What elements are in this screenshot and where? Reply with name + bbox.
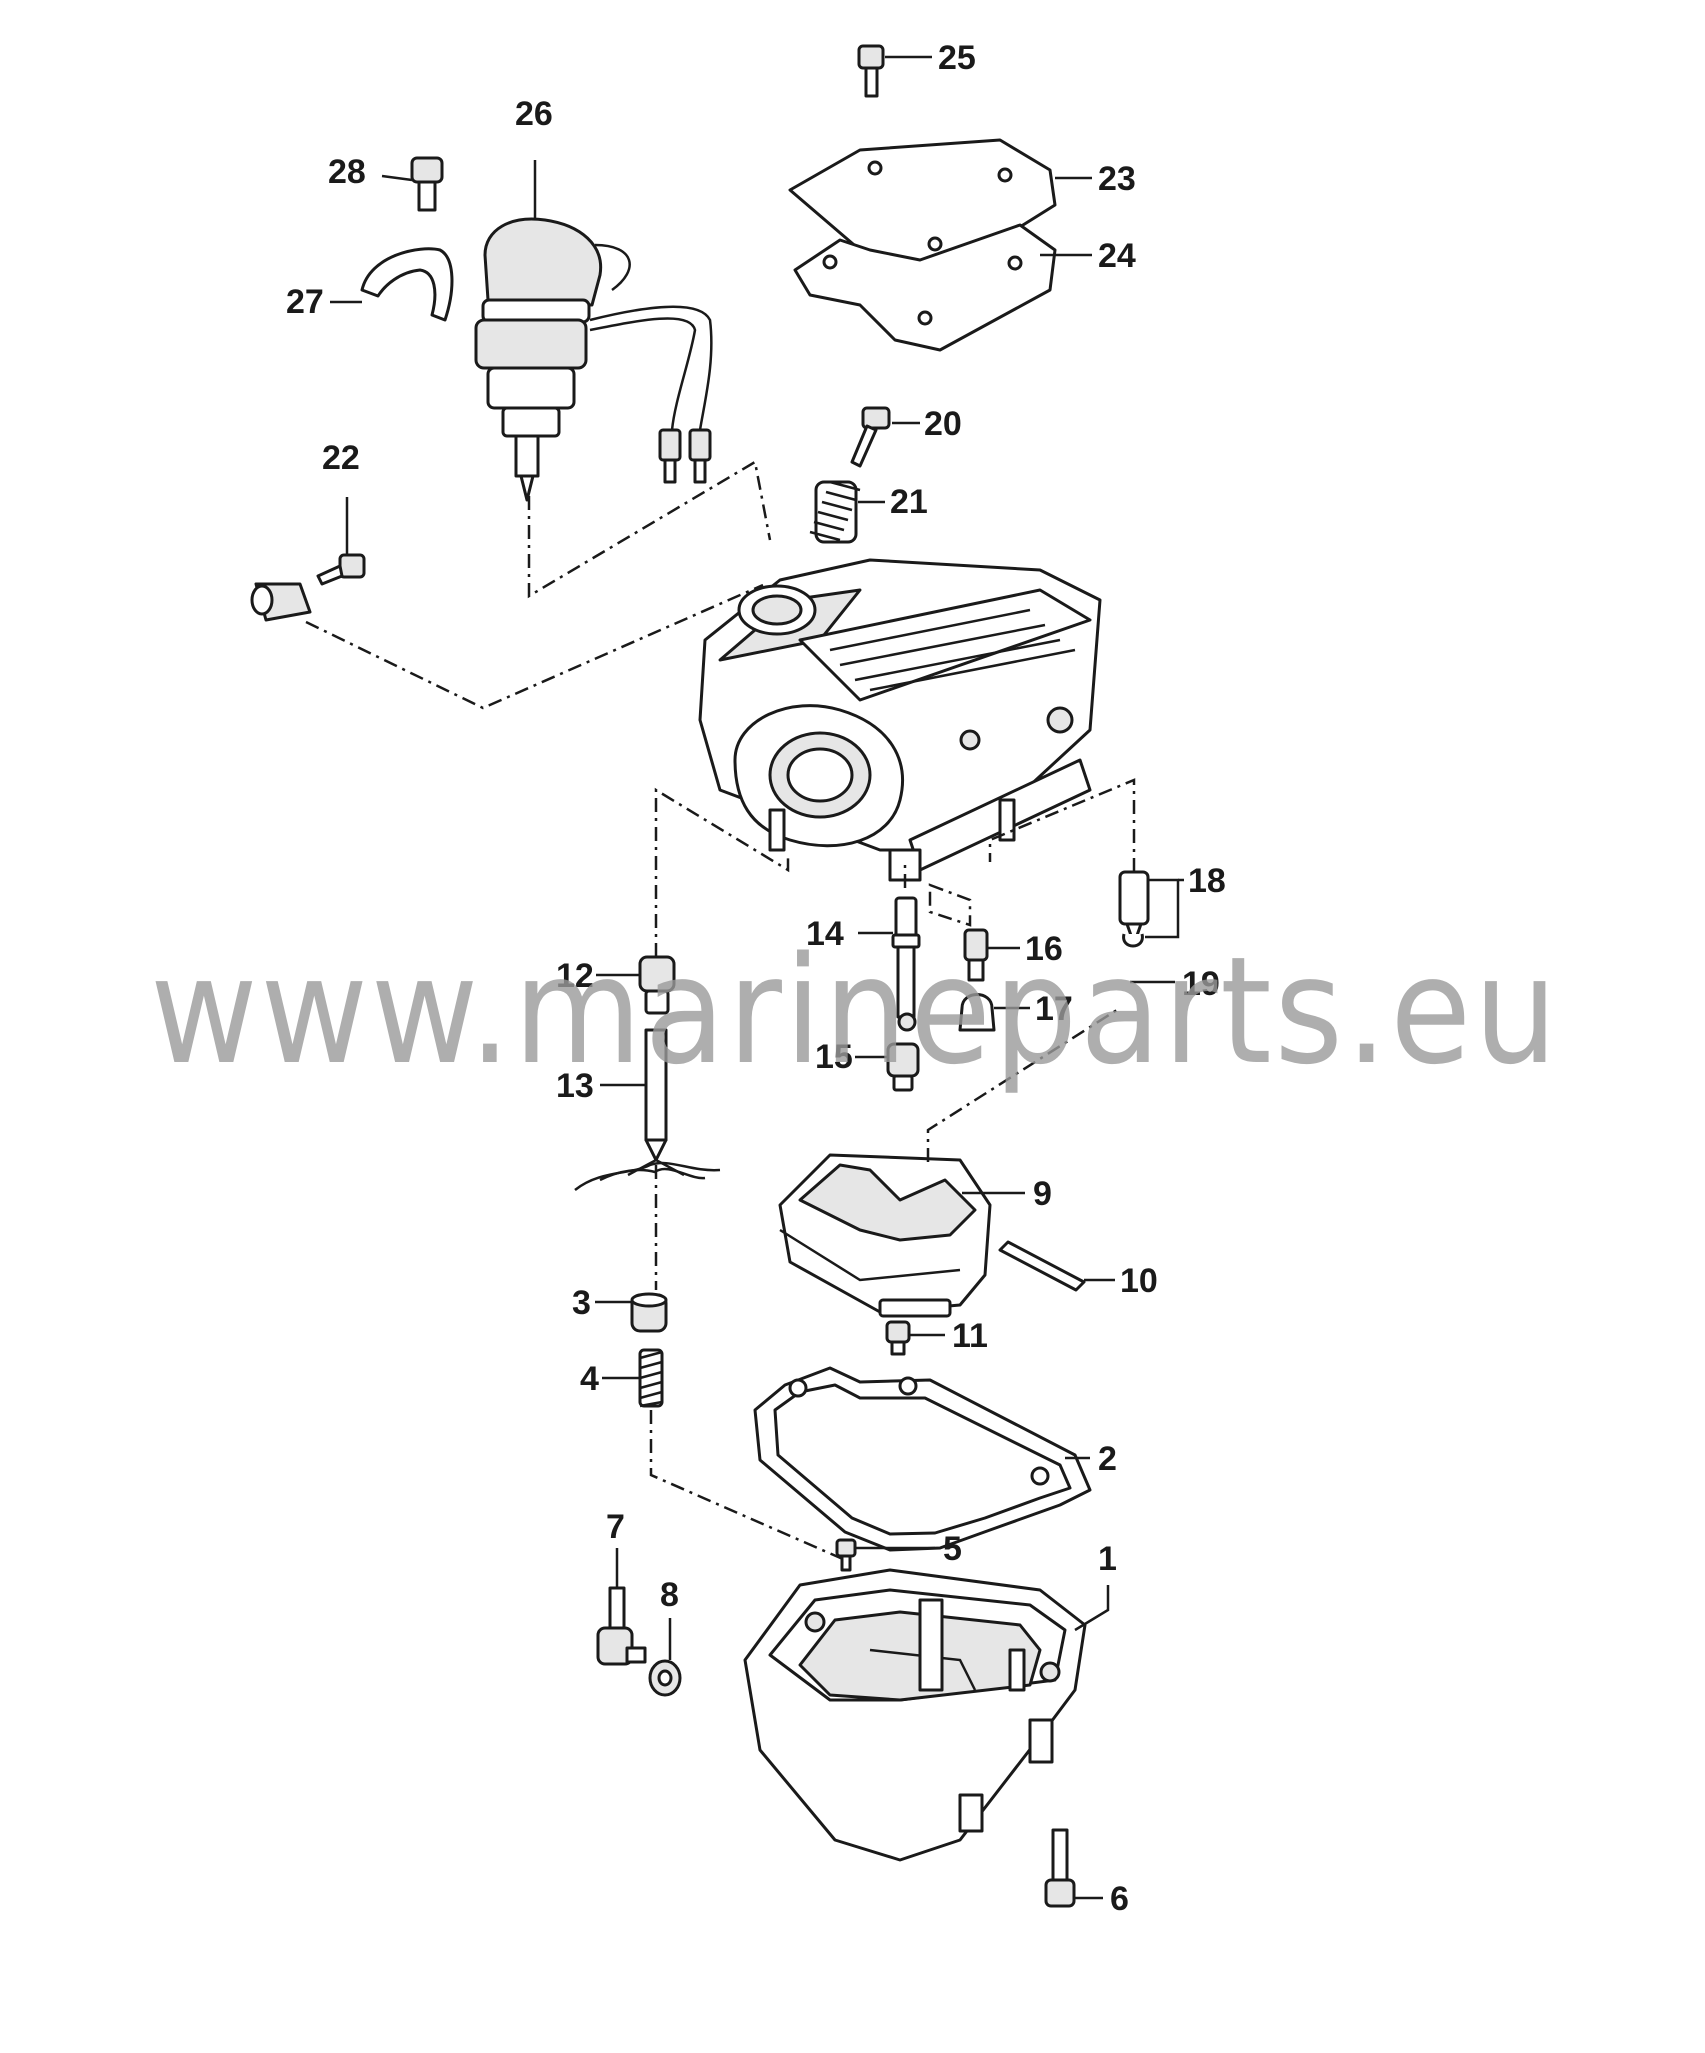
callout-7: 7 [606,1508,625,1546]
callout-22: 22 [322,439,360,477]
screw-22 [316,553,366,586]
callout-18: 18 [1188,862,1226,900]
callout-5: 5 [943,1530,962,1568]
needle-13 [644,1028,668,1162]
pilot-jet-16 [963,928,989,982]
gasket-2 [753,1366,1092,1552]
callout-25: 25 [938,39,976,77]
float-diaphragm [574,1158,721,1191]
choke-solenoid-26 [474,217,713,502]
screw-5 [835,1538,857,1572]
washer-8 [648,1659,682,1697]
float-9 [778,1153,992,1318]
callout-26: 26 [515,95,553,133]
emulsion-tube-14 [891,896,921,1032]
screw-25 [857,44,885,98]
plug-17 [958,993,996,1032]
callout-17: 17 [1035,990,1073,1028]
spring-4 [638,1348,664,1408]
float-bowl-1 [743,1568,1087,1862]
spring-21 [809,480,861,544]
screw-11 [885,1320,911,1356]
callout-9: 9 [1033,1175,1052,1213]
callout-2: 2 [1098,1440,1117,1478]
jet-12 [638,955,676,1015]
screw-20 [850,406,891,468]
nut-22 [250,582,312,622]
callout-12: 12 [556,957,594,995]
clip-27 [360,247,454,322]
callout-11: 11 [952,1317,988,1355]
callout-4: 4 [580,1360,599,1398]
callout-24: 24 [1098,237,1136,275]
callout-16: 16 [1025,930,1063,968]
callout-14: 14 [806,915,844,953]
callout-23: 23 [1098,160,1136,198]
watermark-text: www.marineparts.eu [150,925,1560,1097]
leader-lines [330,55,1184,1900]
callout-8: 8 [660,1576,679,1614]
main-jet-15 [886,1042,920,1092]
carburetor-body [698,558,1102,882]
callout-20: 20 [924,405,962,443]
callout-28: 28 [328,153,366,191]
jet-3 [630,1292,668,1333]
callout-10: 10 [1120,1262,1158,1300]
gasket-24 [793,223,1057,352]
pin-10 [998,1240,1086,1292]
callout-27: 27 [286,283,324,321]
callout-19: 19 [1182,965,1220,1003]
callout-21: 21 [890,483,928,521]
callout-3: 3 [572,1284,591,1322]
screw-6 [1044,1828,1076,1908]
screw-7 [596,1586,647,1666]
callout-6: 6 [1110,1880,1129,1918]
callout-labels: 25 23 24 26 28 27 22 20 21 18 14 16 17 1… [286,39,1226,1918]
callout-13: 13 [556,1067,594,1105]
callout-1: 1 [1098,1540,1117,1578]
bolt-28 [410,156,444,212]
callout-15: 15 [815,1038,853,1076]
